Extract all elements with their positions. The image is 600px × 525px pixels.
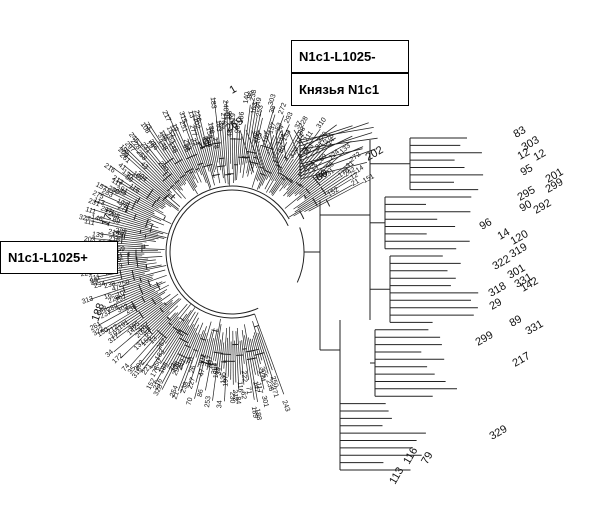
tip-label: 183 [209,97,217,110]
tip-label: 51 [187,355,196,365]
tree-branch-arc [134,214,136,220]
tip-label: 38 [268,105,277,115]
tip-label: 116 [128,183,141,195]
tip-label: 310 [316,116,329,130]
tip-label: 217 [511,350,533,370]
tip-label: 293 [284,111,295,125]
clade-label-l1025-negative: N1c1-L1025- [291,40,409,73]
tip-label: 188 [90,302,108,323]
tip-label: 113 [387,465,406,486]
tip-label: 230 [228,392,235,404]
clade-label-l1025-positive: N1c1-L1025+ [0,241,118,274]
tip-label: 12 [532,147,549,164]
tip-label: 202 [364,144,386,164]
tip-label: 216 [103,162,117,175]
tree-branch-arc [166,186,289,318]
tip-label: 331 [524,318,546,338]
tree-branch-arc [146,265,147,270]
tip-label: 89 [508,313,525,330]
tip-label: 301 [260,395,269,408]
tree-branch-arc [201,339,206,341]
clade-label-princes: Князья N1c1 [291,73,409,106]
tip-label: 26 [189,365,198,375]
tree-branch [228,327,230,377]
tip-label: 319 [508,241,530,261]
tip-label: 152 [326,186,340,198]
tip-label: 96 [478,216,495,233]
tree-branch [233,331,234,385]
tip-label: 250 [117,279,130,289]
tip-label: 95 [519,162,536,179]
tree-branch-arc [219,158,224,159]
tip-label: 70 [186,397,195,406]
tip-label: 34 [216,400,223,408]
tip-label: 47 [198,368,206,377]
tree-branch-arc [164,216,166,220]
clade-label-princes-text: Князья N1c1 [299,82,379,97]
tree-branch [213,319,220,361]
clade-label-l1025-positive-text: N1c1-L1025+ [8,250,88,265]
tip-label: 1 [228,83,239,96]
tip-label: 303 [268,93,278,106]
tip-label: 253 [204,395,212,408]
tip-label: 243 [280,399,291,412]
tip-label: 79 [419,450,436,467]
tip-label: 327 [78,214,91,224]
tip-label: 116 [401,445,420,466]
tree-branch-arc [254,326,259,328]
tip-label: 189 [250,406,259,419]
tip-label: 292 [532,197,554,217]
tip-label: 299 [474,329,496,349]
tree-branch-arc [198,163,203,165]
tip-label: 151 [362,173,376,185]
tip-label: 313 [81,295,94,305]
tip-label: 133 [339,143,352,156]
tip-label: 329 [488,423,510,443]
tree-branch-arc [211,330,218,332]
clade-label-l1025-negative-text: N1c1-L1025- [299,49,376,64]
tip-label: 278 [211,137,220,150]
tip-label: 29 [488,296,505,313]
tree-branch [234,138,235,183]
tip-label: 253 [256,104,265,117]
tip-label: 86 [197,389,205,398]
tip-label: 217 [160,109,171,123]
tree-branch-arc [297,227,304,282]
tree-branch [240,130,254,173]
tip-label: 83 [512,124,529,141]
tree-branch-arc [170,190,288,314]
